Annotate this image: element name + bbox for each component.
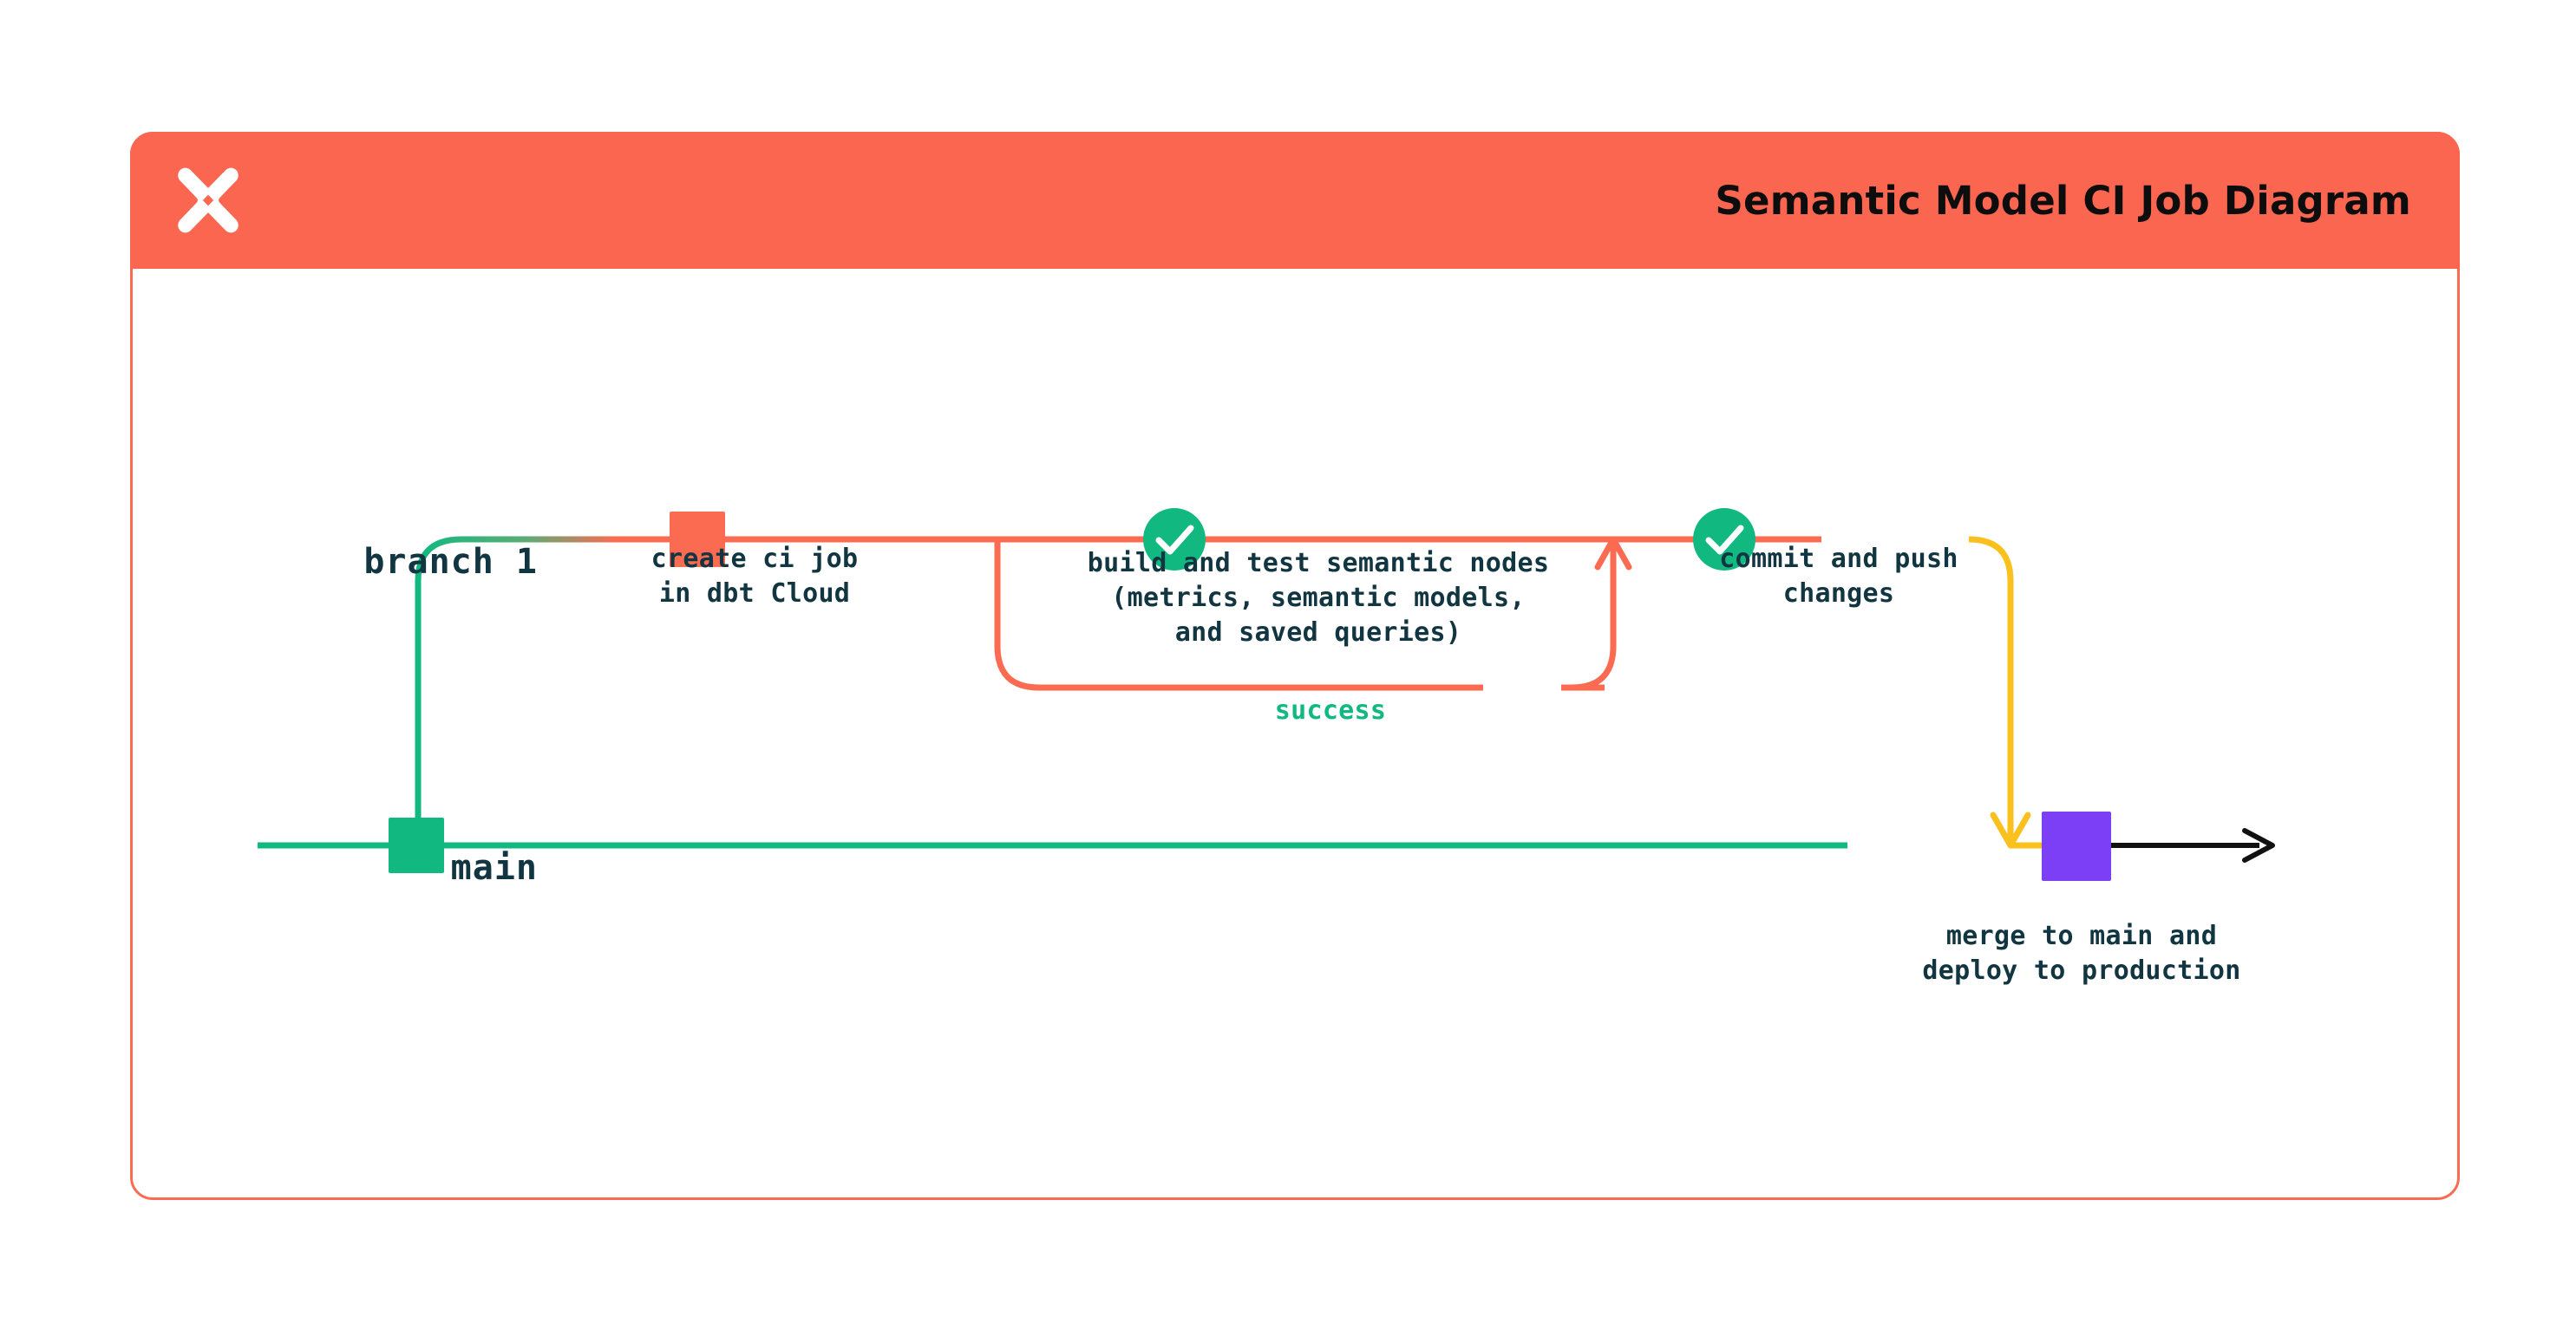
node-label-commit-and-push: commit and push changes <box>1719 544 1958 609</box>
lane-label-main: main <box>450 848 538 888</box>
main-start-node[interactable] <box>389 818 444 873</box>
build-and-test-node[interactable] <box>1143 508 1206 571</box>
check-icon <box>1705 525 1744 555</box>
success-loop-left <box>994 539 1483 691</box>
success-loop-right <box>1561 555 1617 691</box>
merge-down-edge <box>1968 536 2014 820</box>
edge-label-success: success <box>1206 694 1455 728</box>
success-loop-arrowhead-icon <box>1594 536 1632 571</box>
commit-and-push-node[interactable] <box>1693 508 1755 571</box>
merge-to-main-node[interactable] <box>2042 812 2111 881</box>
node-label-create-ci-job: create ci job in dbt Cloud <box>651 544 859 609</box>
diagram-card <box>130 132 2460 1200</box>
lane-label-branch1: branch 1 <box>363 542 538 582</box>
branch-out-edge <box>415 536 616 845</box>
diagram-header: Semantic Model CI Job Diagram <box>130 132 2460 269</box>
node-label-merge-to-main: merge to main and deploy to production <box>1922 921 2241 986</box>
dbt-logo-icon <box>178 167 239 233</box>
node-label-build-and-test: build and test semantic nodes (metrics, … <box>1087 548 1550 648</box>
main-continue-arrowhead-icon <box>2242 828 2275 863</box>
check-icon <box>1155 525 1194 555</box>
page-title: Semantic Model CI Job Diagram <box>1715 177 2411 224</box>
diagram-graphics <box>130 269 2460 1200</box>
create-ci-job-node[interactable] <box>670 512 725 567</box>
